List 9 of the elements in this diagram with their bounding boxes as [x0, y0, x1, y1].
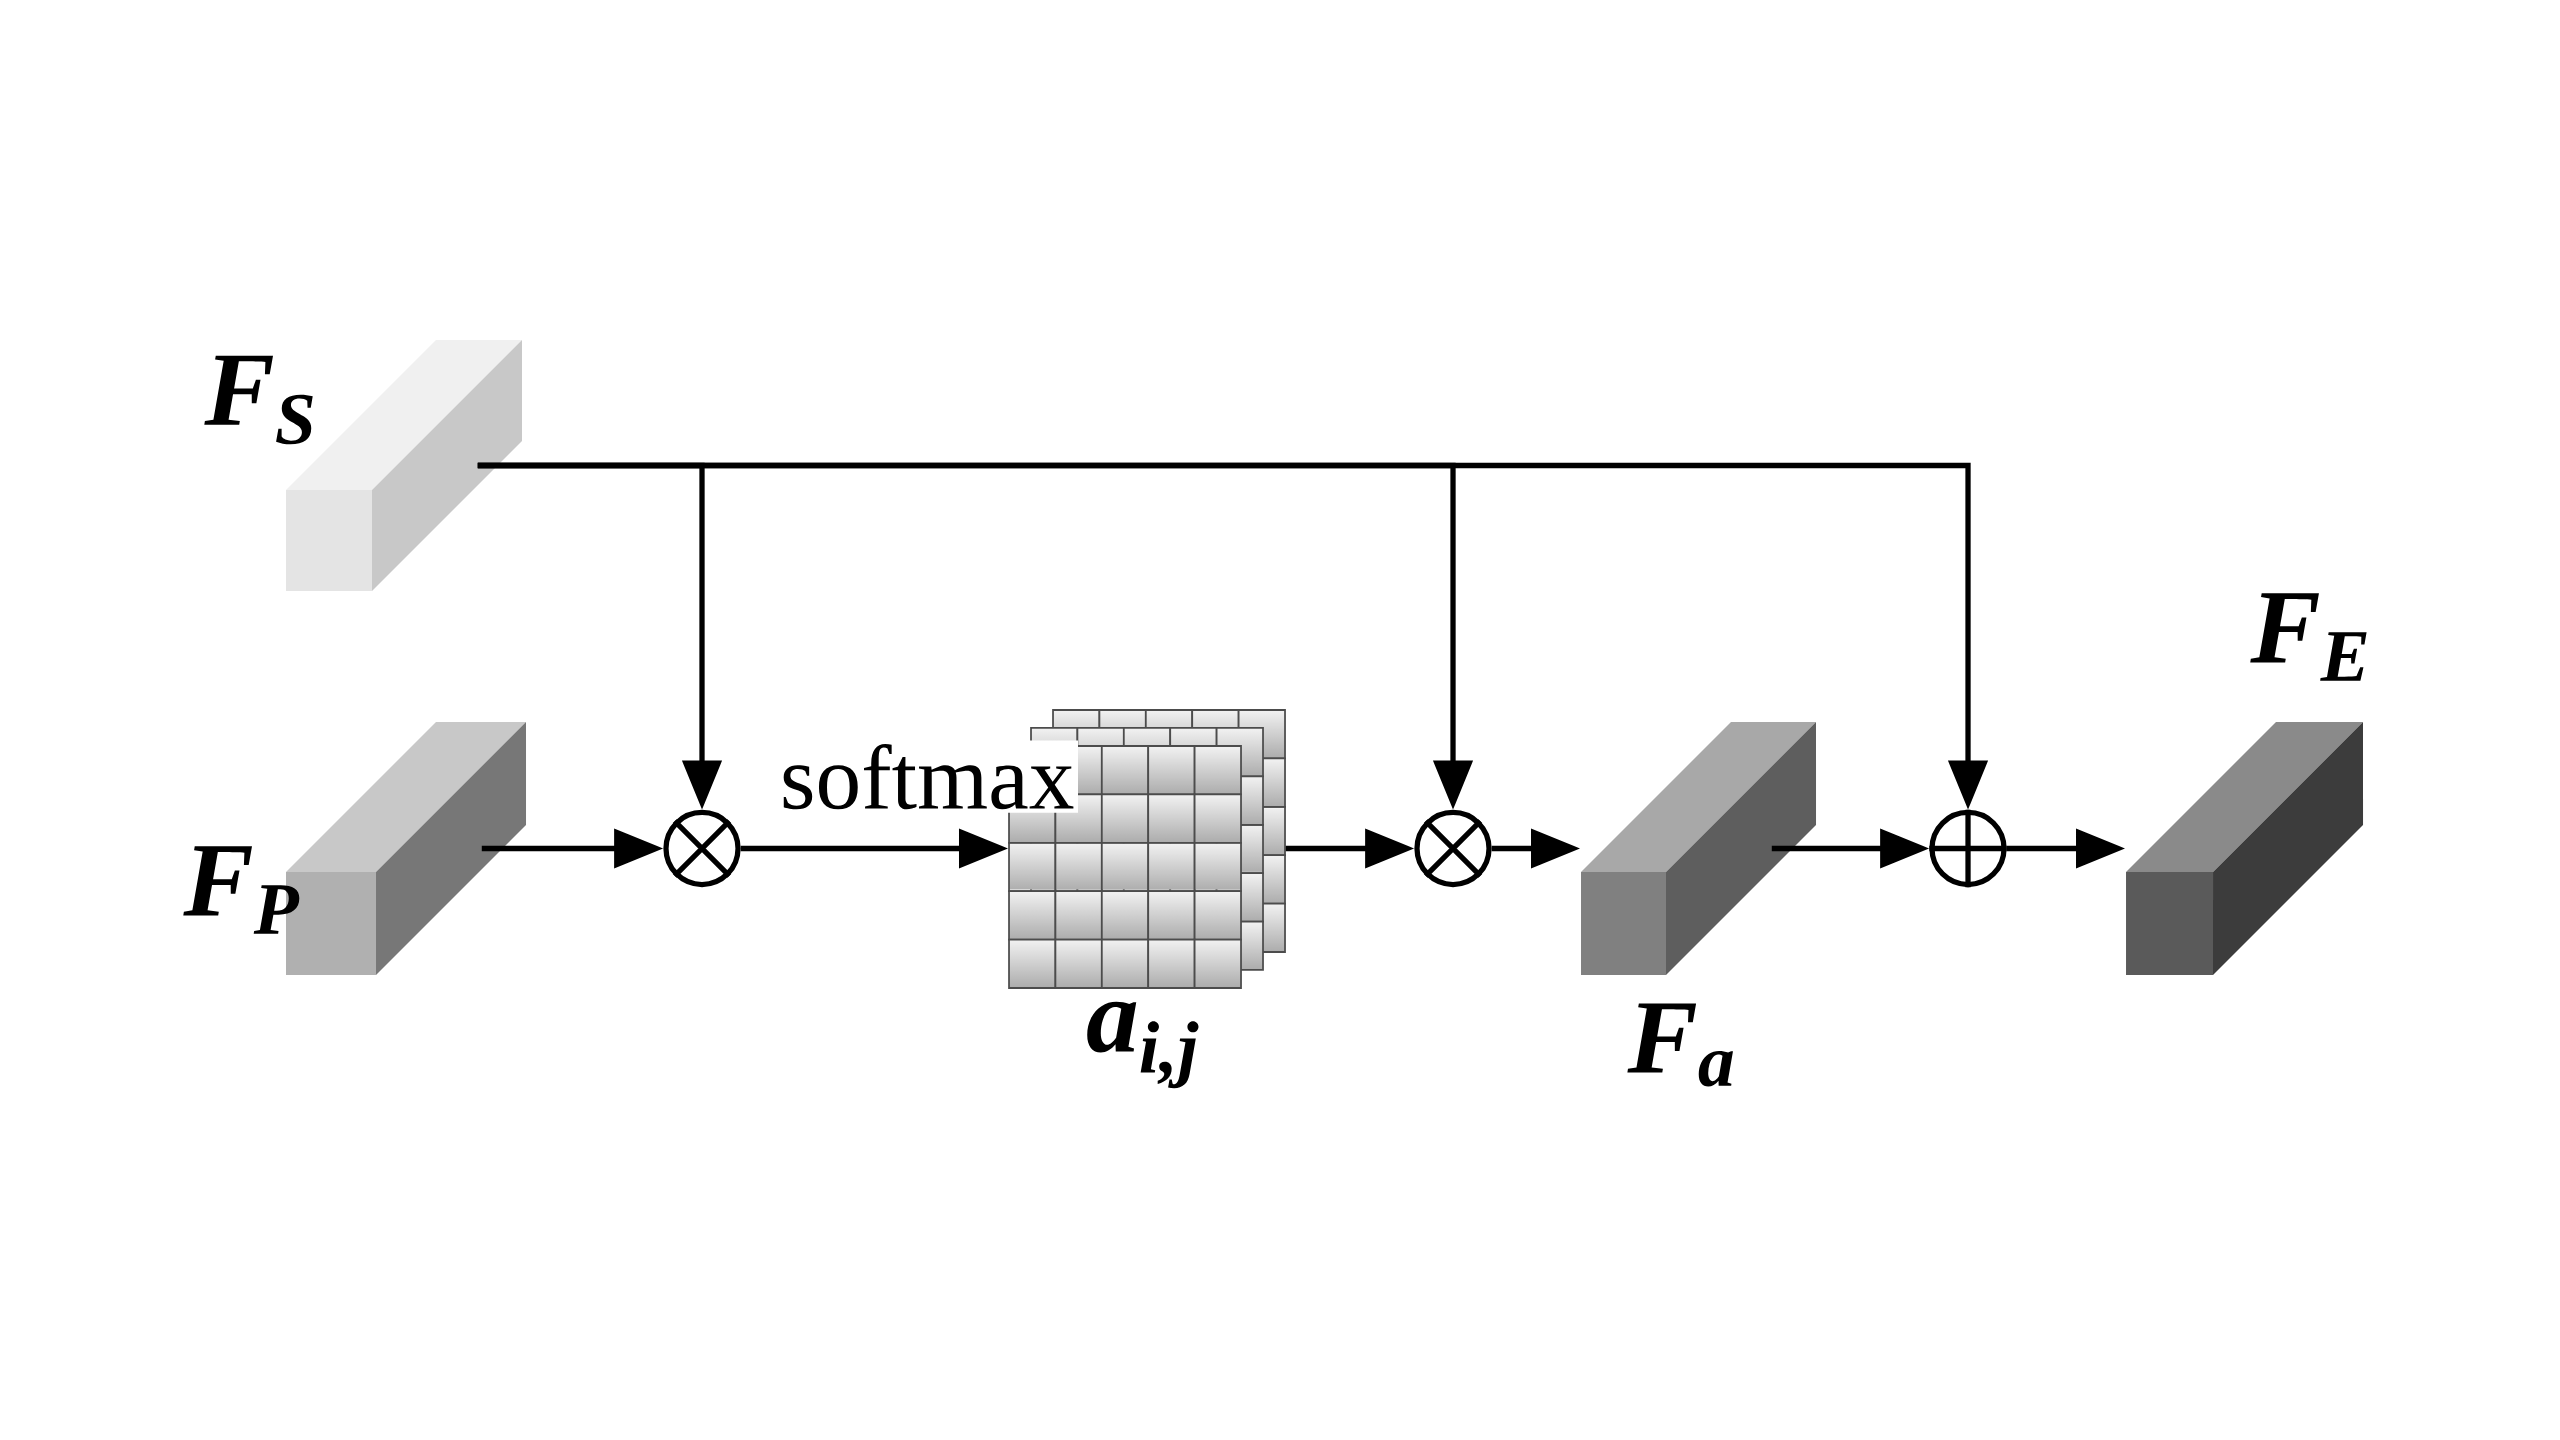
block-label: F$_{a}$	[1627, 1003, 1733, 1087]
block-label: F$_{P}$	[183, 846, 300, 934]
multiply-symbol	[1414, 809, 1492, 888]
edge-label: softmax	[776, 740, 1078, 813]
block-label: F$_{S}$	[204, 355, 313, 445]
add-symbol	[1926, 807, 2010, 890]
multiply-symbol	[663, 809, 741, 888]
map-label: a$_{i,j}$	[1087, 1001, 1199, 1089]
block-label: F$_{E}$	[2250, 593, 2367, 681]
